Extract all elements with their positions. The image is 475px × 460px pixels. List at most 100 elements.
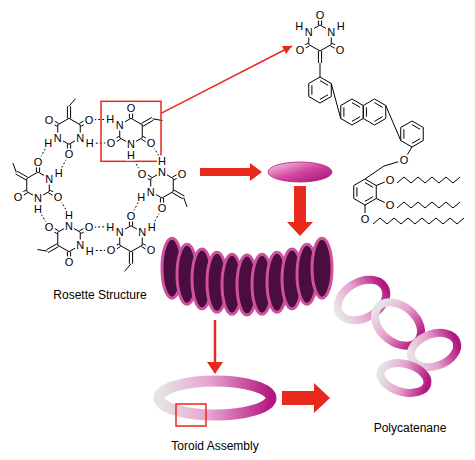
atom-label: O	[146, 137, 157, 148]
atom-label: O	[385, 175, 396, 186]
carbonyl-bond	[36, 167, 37, 172]
ylidene-bond	[48, 247, 58, 253]
arrow-to-stack	[287, 186, 313, 236]
carbonyl-bond	[129, 221, 130, 226]
caption-label: Polycatenane	[372, 421, 449, 435]
atom-label: H	[294, 21, 304, 32]
ylidene-bond	[318, 51, 319, 63]
atom-label: O	[315, 10, 326, 21]
carbonyl-bond	[23, 193, 27, 196]
atom-label: H	[43, 138, 53, 149]
arrow-to-disk	[200, 163, 262, 181]
naphthalene-ring	[363, 99, 386, 125]
atom-label: O	[126, 103, 137, 114]
ring-double-bond	[311, 85, 312, 94]
atom-label: O	[106, 245, 117, 256]
catenane-ring	[367, 293, 430, 354]
atom-label: H	[157, 156, 167, 167]
atom-label: N	[126, 139, 136, 150]
hydrogen-bonds	[41, 119, 159, 250]
rosette-disk	[268, 162, 332, 182]
atom-label: N	[44, 173, 54, 184]
atom-label: O	[137, 168, 148, 179]
phenyl-ring	[401, 121, 424, 147]
highlight-box	[176, 404, 206, 426]
atom-label: H	[147, 221, 157, 232]
carbonyl-bond	[318, 20, 319, 25]
arrow-to-toroid	[214, 320, 217, 364]
atom-label: H	[126, 150, 136, 161]
bond-line	[331, 84, 340, 119]
hydrogen-bond	[41, 149, 45, 157]
hydrogen-bond	[95, 119, 104, 120]
ring-double-bond	[375, 103, 383, 108]
arrow-head	[207, 362, 223, 374]
ylidene-bond	[70, 106, 71, 118]
carbonyl-bond	[54, 228, 58, 231]
carbonyl-bond	[116, 247, 120, 250]
atom-label: O	[13, 191, 24, 202]
carbonyl-bond	[132, 113, 133, 118]
atom-label: O	[399, 155, 410, 166]
atom-label: H	[64, 209, 74, 220]
carbonyl-bond	[305, 46, 309, 49]
ring-double-bond	[343, 107, 344, 116]
bond-line	[320, 63, 321, 77]
atom-label: H	[33, 204, 43, 215]
atom-label: N	[53, 132, 63, 143]
ylidene-bond	[129, 252, 130, 264]
ring-double-bond	[352, 103, 360, 108]
carbonyl-bond	[129, 113, 130, 118]
atom-label: O	[157, 203, 168, 214]
ring-double-bond	[320, 95, 328, 100]
ring-double-bond	[412, 125, 420, 130]
caption-label: Rosette Structure	[51, 288, 148, 302]
carbonyl-bond	[132, 221, 133, 226]
atom-label: O	[360, 214, 371, 225]
carbonyl-bond	[116, 139, 120, 142]
naphthalene-ring	[341, 99, 364, 125]
caption-label: Toroid Assembly	[169, 439, 260, 453]
ylidene-stub	[13, 163, 16, 172]
ylidene-bond	[321, 51, 322, 63]
carbonyl-bond	[54, 121, 58, 124]
atom-label: H	[105, 221, 115, 232]
atom-label: N	[157, 167, 167, 178]
atom-label: O	[146, 245, 157, 256]
ring-double-bond	[365, 197, 373, 202]
phenyl-ring	[309, 77, 332, 103]
atom-label: H	[136, 192, 146, 203]
atom-label: H	[54, 168, 64, 179]
ylidene-bond	[174, 190, 184, 196]
ylidene-stub	[38, 249, 48, 251]
atom-label: N	[146, 186, 156, 197]
ring-double-bond	[375, 117, 383, 122]
carbonyl-bond	[321, 20, 322, 25]
atom-label: O	[295, 44, 306, 55]
arrow-to-polycatenane	[282, 383, 330, 413]
ring-double-bond	[356, 187, 357, 196]
alkyl-chain	[397, 177, 460, 183]
atom-label: O	[64, 256, 75, 267]
atom-label: N	[115, 227, 125, 238]
bond-line	[386, 106, 401, 141]
ylidene-stub	[69, 99, 75, 107]
hydrogen-bond	[96, 250, 105, 251]
alkyl-chain	[373, 218, 464, 224]
atom-label: O	[44, 114, 55, 125]
hydrogen-bond	[62, 160, 66, 168]
ring-double-bond	[403, 129, 404, 138]
atom-label: N	[75, 132, 85, 143]
carbonyl-bond	[39, 167, 40, 172]
atom-label: O	[84, 222, 95, 233]
bond-line	[365, 166, 384, 179]
atom-label: O	[33, 157, 44, 168]
atom-label: H	[85, 138, 95, 149]
ylidene-bond	[16, 174, 26, 180]
atom-label: N	[115, 119, 125, 130]
atom-label: N	[75, 240, 85, 251]
ring-double-bond	[365, 183, 373, 188]
atom-label: O	[126, 210, 137, 221]
alkyl-chain	[397, 202, 460, 208]
